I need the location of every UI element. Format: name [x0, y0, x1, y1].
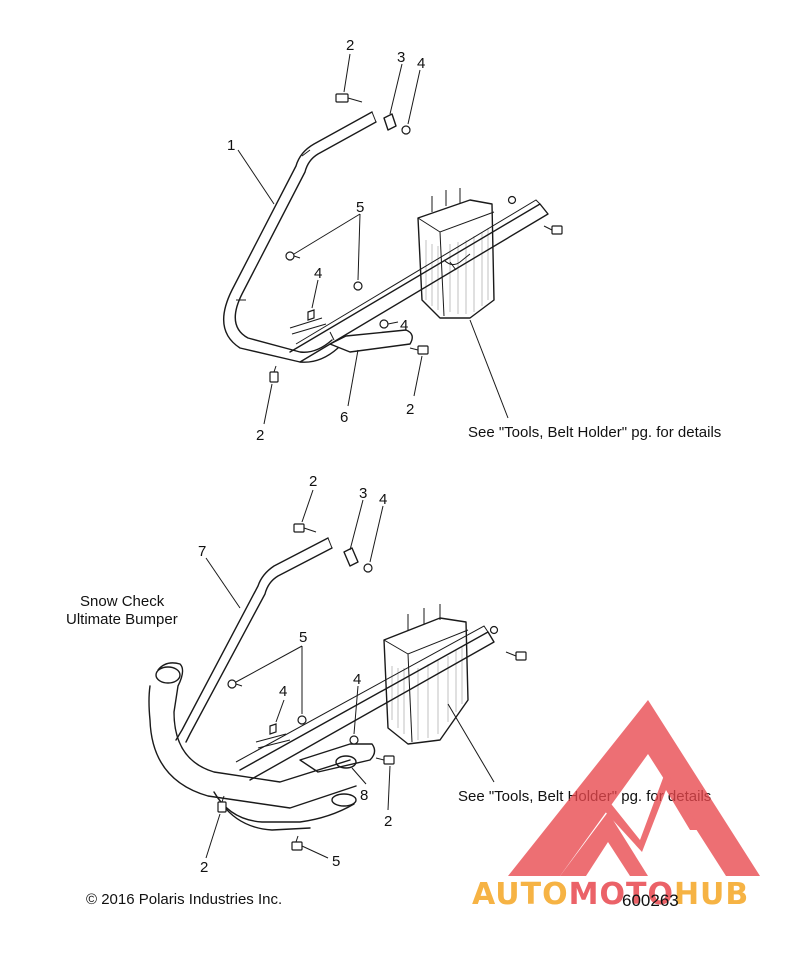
callout-4: 4	[400, 317, 408, 334]
lower-ultimate-bumper	[148, 662, 357, 831]
upper-callouts: 2 3 4 1 5 4 4 6 2 2	[227, 37, 425, 444]
lower-assembly: 2 3 4 7 5 4 4 8 2 2 5 Snow Check Ultimat…	[66, 473, 711, 876]
callout-4: 4	[314, 265, 322, 282]
callout-6: 6	[340, 409, 348, 426]
watermark-mountain	[582, 770, 700, 852]
callout-3: 3	[397, 49, 405, 66]
lower-bumper-tube	[175, 537, 333, 743]
lower-leaders	[205, 489, 495, 859]
upper-side-rail	[289, 199, 549, 363]
callout-8: 8	[360, 787, 368, 804]
callout-4: 4	[279, 683, 287, 700]
callout-2: 2	[256, 427, 264, 444]
lower-bracket-8	[255, 733, 376, 773]
callout-2: 2	[309, 473, 317, 490]
callout-2: 2	[200, 859, 208, 876]
watermark-hub: HUB	[674, 877, 749, 912]
callout-2: 2	[346, 37, 354, 54]
callout-5: 5	[332, 853, 340, 870]
callout-2: 2	[384, 813, 392, 830]
figure-number: 600263	[622, 891, 679, 910]
callout-1: 1	[227, 137, 235, 154]
callout-7: 7	[198, 543, 206, 560]
upper-reference-note: See "Tools, Belt Holder" pg. for details	[468, 424, 721, 441]
upper-bumper-tube	[223, 111, 377, 363]
callout-5: 5	[356, 199, 364, 216]
watermark-auto: AUTO	[472, 877, 569, 912]
lower-callouts: 2 3 4 7 5 4 4 8 2 2 5	[198, 473, 392, 876]
watermark-text: AUTOMOTOHUB	[472, 877, 749, 912]
upper-assembly: 2 3 4 1 5 4 4 6 2 2 See "Tools, Belt Hol…	[223, 37, 721, 444]
upper-leaders	[237, 53, 509, 425]
variant-label-line-2: Ultimate Bumper	[66, 611, 178, 628]
variant-label-line-1: Snow Check	[80, 593, 165, 610]
watermark-outer-triangle	[508, 700, 760, 876]
callout-4: 4	[379, 491, 387, 508]
callout-5: 5	[299, 629, 307, 646]
upper-bracket-6	[289, 317, 413, 353]
upper-belt-holder	[417, 188, 495, 319]
copyright-notice: © 2016 Polaris Industries Inc.	[86, 891, 282, 908]
callout-4: 4	[353, 671, 361, 688]
watermark-logo	[508, 700, 760, 876]
callout-4: 4	[417, 55, 425, 72]
upper-bracket-3	[383, 113, 397, 131]
lower-hardware	[217, 523, 527, 851]
lower-belt-holder	[383, 604, 469, 745]
upper-hardware	[269, 93, 563, 383]
lower-bracket-3	[343, 547, 359, 567]
lower-side-rail	[235, 625, 495, 781]
watermark-moto: MOTO	[569, 877, 674, 912]
watermark-inner-triangle	[560, 812, 648, 876]
callout-3: 3	[359, 485, 367, 502]
callout-2: 2	[406, 401, 414, 418]
